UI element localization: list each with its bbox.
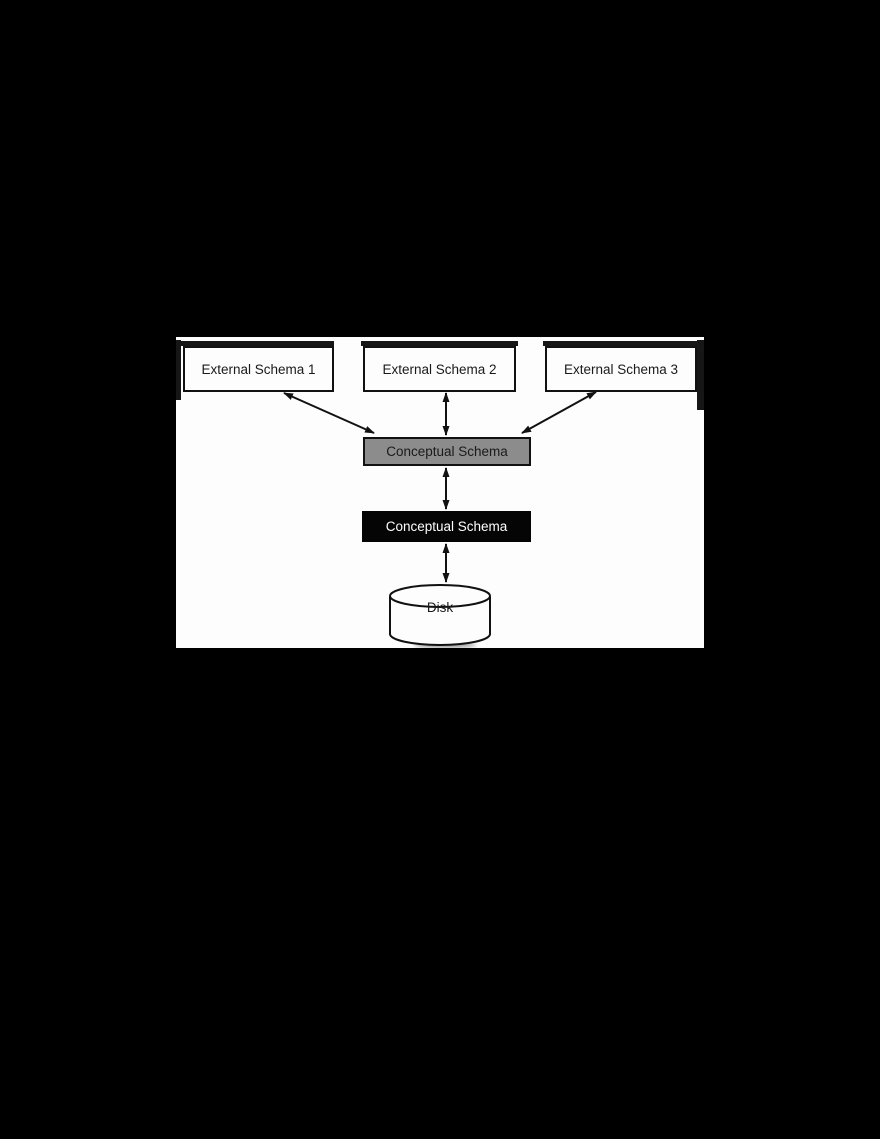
disk-label: Disk — [426, 600, 454, 615]
frame-shadow-right-edge — [697, 340, 704, 410]
conceptual-schema-gray-label: Conceptual Schema — [386, 444, 508, 459]
arrow-external-3-to-conceptual — [521, 391, 597, 434]
external-schema-3-label: External Schema 3 — [563, 361, 679, 377]
arrows-layer — [283, 391, 597, 583]
frame-shadow-top-center — [361, 341, 518, 346]
frame-shadow-left-edge — [176, 340, 181, 400]
external-schema-1-label: External Schema 1 — [201, 361, 316, 377]
disk-cylinder: Disk — [388, 583, 492, 649]
external-schema-2-box: External Schema 2 — [363, 346, 516, 392]
external-schema-2-label: External Schema 2 — [382, 361, 497, 377]
conceptual-schema-black-label: Conceptual Schema — [385, 519, 508, 534]
external-schema-1-box: External Schema 1 — [183, 346, 334, 392]
conceptual-schema-black-box: Conceptual Schema — [362, 511, 531, 542]
arrow-external-1-to-conceptual — [283, 392, 375, 434]
diagram-canvas: External Schema 1 External Schema 2 Exte… — [176, 337, 704, 648]
disk-cylinder-shape — [389, 584, 491, 646]
conceptual-schema-gray-box: Conceptual Schema — [363, 437, 531, 466]
frame-shadow-top-right — [543, 341, 704, 346]
external-schema-3-box: External Schema 3 — [545, 346, 697, 392]
frame-shadow-top-left — [176, 341, 334, 346]
